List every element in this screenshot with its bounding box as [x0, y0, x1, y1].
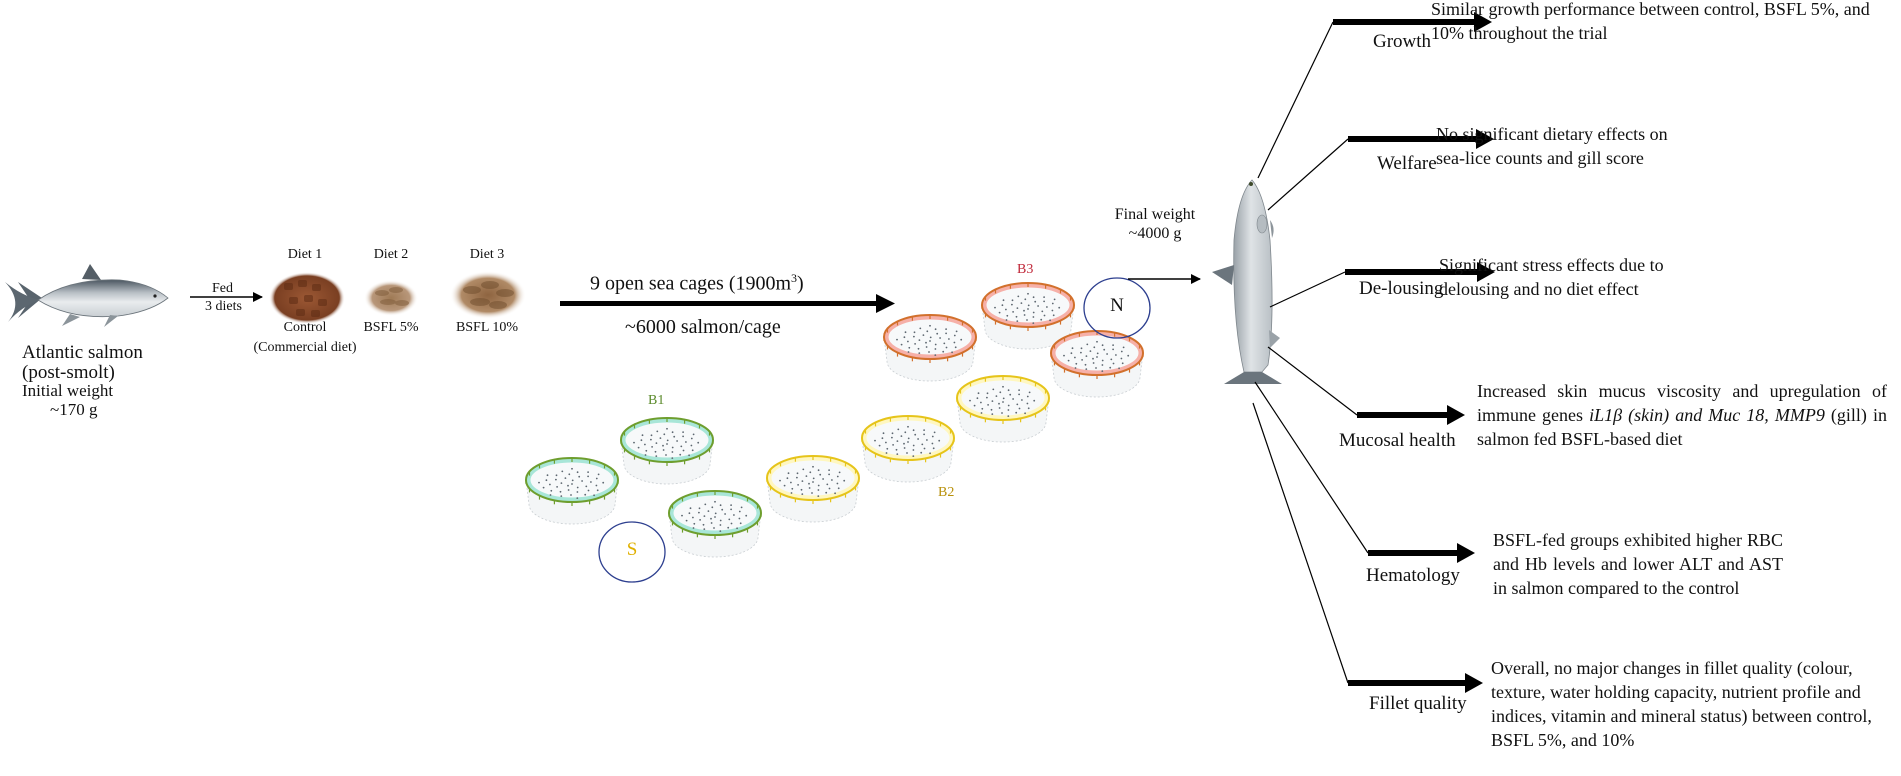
sea-cage — [883, 314, 977, 382]
outcome-mucosal-text-a: Increased skin mucus viscosity and upreg… — [1477, 381, 1887, 425]
outcome-connectors — [1252, 12, 1495, 693]
sea-cage — [766, 455, 860, 523]
salmon-icon — [5, 264, 169, 327]
block-b3-label: B3 — [1017, 262, 1034, 277]
sea-cage — [1050, 330, 1144, 398]
final-weight-label: Final weight — [1114, 206, 1196, 223]
block-b2-label: B2 — [938, 485, 955, 500]
connector-mucosal — [1267, 346, 1358, 416]
initial-weight-value: ~170 g — [50, 400, 98, 419]
diet2-pellets-image — [364, 280, 418, 316]
outcome-arrow-mucosal — [1357, 412, 1449, 418]
outcome-welfare-label: Welfare — [1377, 153, 1437, 174]
outcome-delousing-text: Significant stress effects due to delous… — [1439, 255, 1664, 299]
outcome-mucosal-text: Increased skin mucus viscosity and upreg… — [1477, 379, 1887, 451]
three-diets-label: 3 diets — [205, 299, 242, 314]
south-label: S — [626, 539, 638, 560]
diet1-sub: (Commercial diet) — [253, 340, 357, 355]
outcome-fillet-label: Fillet quality — [1369, 693, 1467, 714]
diet1-pellets-image — [269, 272, 345, 324]
cages-volume-exponent: 3 — [791, 271, 798, 285]
sea-cage — [861, 415, 955, 483]
harvested-salmon-icon — [1212, 179, 1282, 384]
outcome-arrowhead-fillet — [1465, 673, 1483, 693]
fed-label: Fed — [212, 281, 233, 296]
outcome-arrow-delousing — [1345, 269, 1479, 275]
outcome-hematology-label: Hematology — [1366, 565, 1460, 586]
sea-cage — [525, 457, 619, 525]
diet3-pellets-image — [450, 271, 526, 319]
cages-count-label: 9 open sea cages (1900m3) — [590, 271, 804, 296]
stage-label: (post-smolt) — [22, 362, 115, 383]
north-label: N — [1110, 295, 1124, 316]
cages-count-close: ) — [797, 272, 804, 295]
species-label: Atlantic salmon — [22, 342, 143, 363]
diet2-title: Diet 2 — [373, 247, 409, 262]
stocking-density-label: ~6000 salmon/cage — [625, 316, 781, 338]
outcome-arrow-growth — [1333, 19, 1476, 25]
diet2-name: BSFL 5% — [363, 320, 419, 335]
outcome-welfare-text: No significant dietary effects on sea-li… — [1436, 124, 1668, 168]
outcome-arrowhead-welfare — [1476, 129, 1494, 149]
final-weight-value: ~4000 g — [1128, 225, 1182, 242]
outcome-arrowhead-growth — [1474, 12, 1492, 32]
outcome-delousing-label: De-lousing — [1359, 278, 1444, 299]
sea-cage — [620, 417, 714, 485]
diet1-title: Diet 1 — [287, 247, 323, 262]
outcome-arrow-welfare — [1348, 136, 1478, 142]
outcome-growth-text: Similar growth performance between contr… — [1431, 0, 1870, 43]
outcome-arrowhead-mucosal — [1447, 405, 1465, 425]
diet1-name: Control — [283, 320, 327, 335]
north-marker-circle — [1083, 277, 1151, 339]
outcome-arrowhead-hematology — [1457, 543, 1475, 563]
south-marker-circle — [598, 521, 666, 583]
outcome-mucosal-text-b: (gill) in salmon fed BSFL-based diet — [1477, 405, 1887, 449]
outcome-arrow-fillet — [1348, 680, 1467, 686]
outcome-arrowhead-delousing — [1477, 262, 1495, 282]
block-b1-label: B1 — [648, 393, 665, 408]
cages-arrow — [560, 294, 895, 313]
outcome-hematology-text: BSFL-fed groups exhibited higher RBC and… — [1493, 530, 1783, 598]
sea-cage — [956, 375, 1050, 443]
sea-cage — [981, 282, 1075, 350]
cages-count-text: 9 open sea cages (1900m — [590, 272, 792, 295]
diet3-name: BSFL 10% — [455, 320, 519, 335]
sea-cages-group — [525, 282, 1144, 558]
connector-delousing — [1269, 271, 1346, 308]
outcome-growth-label: Growth — [1373, 31, 1432, 52]
connector-growth — [1257, 21, 1334, 179]
connector-hematology — [1254, 381, 1369, 554]
outcome-mucosal-genes: iL1β (skin) and Muc 18, MMP9 — [1589, 405, 1825, 425]
connector-welfare — [1267, 138, 1349, 211]
outcome-fillet-text: Overall, no major changes in fillet qual… — [1491, 658, 1872, 750]
outcome-arrow-hematology — [1368, 550, 1459, 556]
diet3-title: Diet 3 — [469, 247, 505, 262]
connector-fillet — [1252, 402, 1349, 684]
outcome-mucosal-label: Mucosal health — [1339, 430, 1456, 451]
initial-weight-label: Initial weight — [22, 381, 114, 400]
sea-cage — [668, 490, 762, 558]
